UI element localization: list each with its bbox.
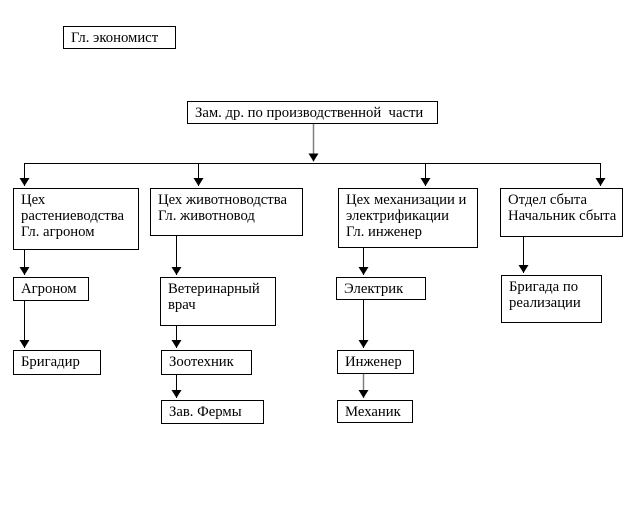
box-deputy-production: Зам. др. по производственной части bbox=[187, 101, 438, 124]
box-label-line: Начальник сбыта bbox=[508, 208, 617, 224]
box-label-line: Инженер bbox=[345, 354, 402, 370]
box-label-line: Зав. Фермы bbox=[169, 404, 242, 420]
box-label-line: Механик bbox=[345, 404, 401, 420]
box-farm-manager: Зав. Фермы bbox=[161, 400, 264, 424]
box-label-line: Зоотехник bbox=[169, 354, 234, 370]
box-label-line: Бригада по bbox=[509, 279, 579, 295]
box-label-line: растениеводства bbox=[21, 208, 124, 224]
box-zootechnician: Зоотехник bbox=[161, 350, 252, 375]
box-agronomist: Агроном bbox=[13, 277, 89, 301]
box-sales-department: Отдел сбыта Начальник сбыта bbox=[500, 188, 623, 237]
box-label-line: электрификации bbox=[346, 208, 450, 224]
box-crop-department: Цех растениеводства Гл. агроном bbox=[13, 188, 139, 250]
box-engineer: Инженер bbox=[337, 350, 414, 374]
box-label-line: Гл. экономист bbox=[71, 30, 159, 46]
box-label-line: Агроном bbox=[21, 281, 77, 297]
box-chief-economist: Гл. экономист bbox=[63, 26, 176, 49]
box-label-line: Цех bbox=[21, 192, 46, 208]
box-label-line: Электрик bbox=[344, 281, 404, 297]
box-label-line: врач bbox=[168, 297, 196, 313]
box-label-line: Цех животноводства bbox=[158, 192, 287, 208]
box-veterinarian: Ветеринарный врач bbox=[160, 277, 276, 326]
box-label-line: Гл. инженер bbox=[346, 224, 422, 240]
box-label-line: Ветеринарный bbox=[168, 281, 260, 297]
box-label-line: Бригадир bbox=[21, 354, 80, 370]
box-brigadier: Бригадир bbox=[13, 350, 101, 375]
box-electrician: Электрик bbox=[336, 277, 426, 300]
box-label-line: реализации bbox=[509, 295, 581, 311]
box-livestock-department: Цех животноводства Гл. животновод bbox=[150, 188, 303, 236]
box-mechanic: Механик bbox=[337, 400, 413, 423]
box-label-line: Зам. др. по производственной части bbox=[195, 105, 424, 121]
box-label-line: Отдел сбыта bbox=[508, 192, 587, 208]
box-label-line: Гл. животновод bbox=[158, 208, 255, 224]
box-label-line: Цех механизации и bbox=[346, 192, 467, 208]
box-sales-brigade: Бригада по реализации bbox=[501, 275, 602, 323]
box-mechanization-department: Цех механизации и электрификации Гл. инж… bbox=[338, 188, 478, 248]
box-label-line: Гл. агроном bbox=[21, 224, 95, 240]
